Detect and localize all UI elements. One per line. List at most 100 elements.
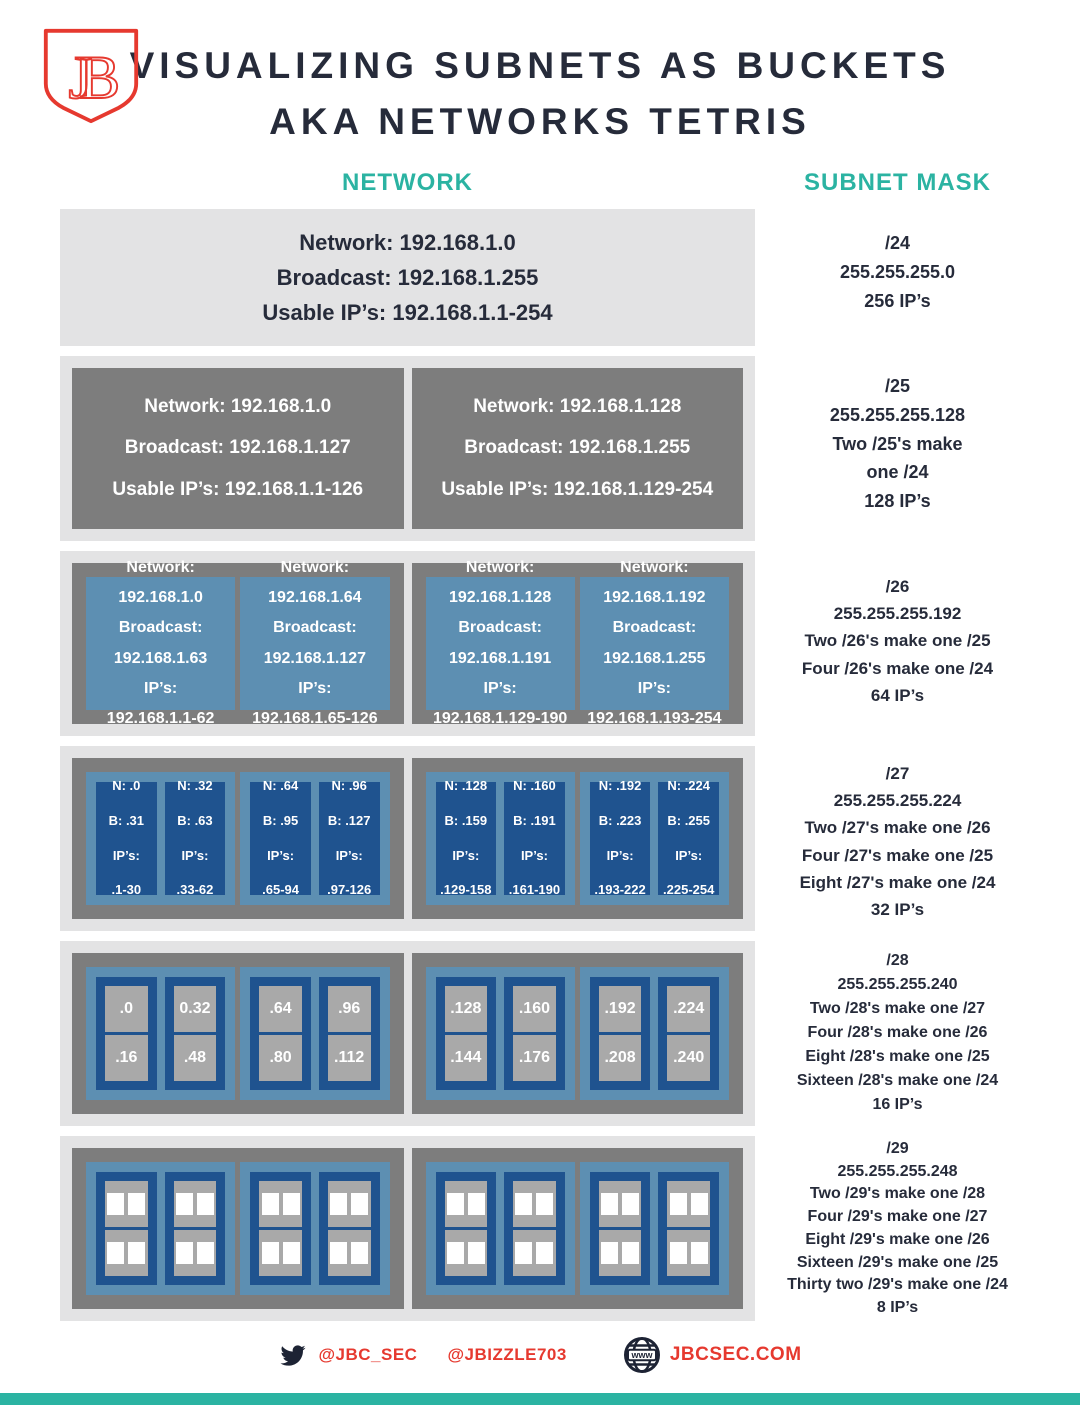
- bucket-text-line: .33-62: [176, 882, 214, 898]
- mask-line: Thirty two /29's make one /24: [787, 1276, 1008, 1294]
- bucket-cell: .144: [444, 1035, 488, 1081]
- bucket-text-line: N: .32: [177, 778, 213, 794]
- bucket-blue: .224.240: [658, 977, 719, 1090]
- mask-line: Four /28's make one /26: [807, 1024, 988, 1041]
- bucket-text-line: Usable IP’s: 192.168.1.1-254: [262, 300, 553, 326]
- bucket-white-square: [669, 1242, 687, 1264]
- bucket-white-square: [330, 1242, 348, 1264]
- mask-line: Eight /28's make one /25: [805, 1048, 990, 1065]
- bucket-white-square: [446, 1242, 464, 1264]
- bucket-cell-label: .0: [119, 1000, 133, 1017]
- bucket-text-line: Usable IP’s: 192.168.1.129-254: [441, 478, 714, 500]
- bucket-white-square: [446, 1193, 464, 1215]
- bucket-cell-label: .112: [334, 1049, 365, 1066]
- mask-line: 256 IP’s: [864, 290, 931, 311]
- bucket-white-square: [351, 1242, 369, 1264]
- bucket-text-line: 192.168.1.127: [263, 649, 367, 667]
- bucket-text-line: .129-158: [440, 882, 492, 898]
- bucket-white-square: [128, 1242, 146, 1264]
- bucket-blue: [658, 1172, 719, 1285]
- bucket-text-line: IP’s:: [483, 679, 517, 697]
- bucket-steel: .64.80 .96 .112: [240, 967, 390, 1100]
- column-headers: NETWORK SUBNET MASK: [60, 169, 1040, 197]
- mask-line: 8 IP’s: [876, 1299, 919, 1317]
- bucket-text-line: N: .192: [598, 778, 642, 794]
- bucket-text-line: Network:: [465, 559, 535, 577]
- bucket-cell-label: 0.32: [179, 1000, 211, 1017]
- subnet-mask-column-header: SUBNET MASK: [803, 169, 991, 196]
- bucket-text-line: 192.168.1.65-126: [252, 709, 378, 727]
- bucket-cell: .224: [667, 986, 710, 1032]
- bucket-text-line: B: .159: [444, 812, 488, 828]
- mask-line: Eight /27's make one /24: [799, 872, 996, 892]
- bucket-text-line: Broadcast: 192.168.1.127: [124, 437, 351, 459]
- bucket-blue: .192.208: [589, 977, 651, 1090]
- mask-line: Two /26's make one /25: [804, 631, 991, 651]
- bucket-cell: [444, 1181, 488, 1227]
- bucket-text-line: Broadcast:: [273, 619, 357, 637]
- bucket-cell: .192: [598, 986, 642, 1032]
- bucket-cell: [173, 1230, 217, 1276]
- bucket-blue: .160.176: [504, 977, 565, 1090]
- bucket-steel: [240, 1162, 390, 1295]
- mask-line: /26: [885, 577, 910, 596]
- bucket-white-square: [107, 1242, 125, 1264]
- bucket-text-line: 192.168.1.63: [113, 649, 208, 667]
- bucket-text-line: 192.168.1.191: [448, 649, 552, 667]
- bucket-text-line: IP’s:: [452, 847, 480, 863]
- bucket-blue: [435, 1172, 497, 1285]
- bucket-blue: .0 .16: [96, 977, 157, 1090]
- bucket-text-line: 192.168.1.1-62: [106, 709, 215, 727]
- bucket-cell: .128: [444, 986, 488, 1032]
- bucket-text-line: Network:: [126, 559, 195, 577]
- bucket-cell: .96: [327, 986, 371, 1032]
- twitter-handle-2[interactable]: @JBIZZLE703: [447, 1345, 567, 1364]
- mask-line: 128 IP’s: [864, 491, 931, 512]
- bucket-cell: .16: [105, 1035, 148, 1081]
- bucket-text-line: B: .255: [667, 812, 710, 828]
- bucket-text-line: .1-30: [111, 882, 142, 898]
- bucket-cell: [105, 1230, 148, 1276]
- twitter-handle-1[interactable]: @JBC_SEC: [318, 1345, 418, 1364]
- bucket-cell: [598, 1181, 642, 1227]
- bucket-text-line: Network: 192.168.1.128: [473, 396, 682, 418]
- website-url[interactable]: JBCSEC.COM: [669, 1344, 802, 1365]
- bucket-text-line: N: .128: [444, 778, 488, 794]
- svg-text:B: B: [79, 44, 120, 112]
- bucket-white-square: [690, 1193, 708, 1215]
- bucket-cell: [513, 1230, 556, 1276]
- mask-line: Four /27's make one /25: [801, 845, 994, 865]
- bucket-white-square: [196, 1242, 214, 1264]
- mask-line: 32 IP’s: [870, 899, 925, 919]
- mask-line: 255.255.255.128: [829, 404, 966, 425]
- bucket-cell: .176: [513, 1035, 556, 1081]
- bucket-blue: .64.80: [250, 977, 311, 1090]
- mask-line: 255.255.255.248: [837, 1162, 958, 1180]
- bucket-blue: .128.144: [435, 977, 497, 1090]
- bucket-text-line: 192.168.1.192: [603, 589, 706, 607]
- bucket-text-line: Broadcast:: [118, 619, 203, 637]
- bucket-cell-label: .80: [269, 1049, 292, 1066]
- bucket-text-line: Network:: [620, 559, 689, 577]
- bucket-text-line: N: .224: [667, 778, 710, 794]
